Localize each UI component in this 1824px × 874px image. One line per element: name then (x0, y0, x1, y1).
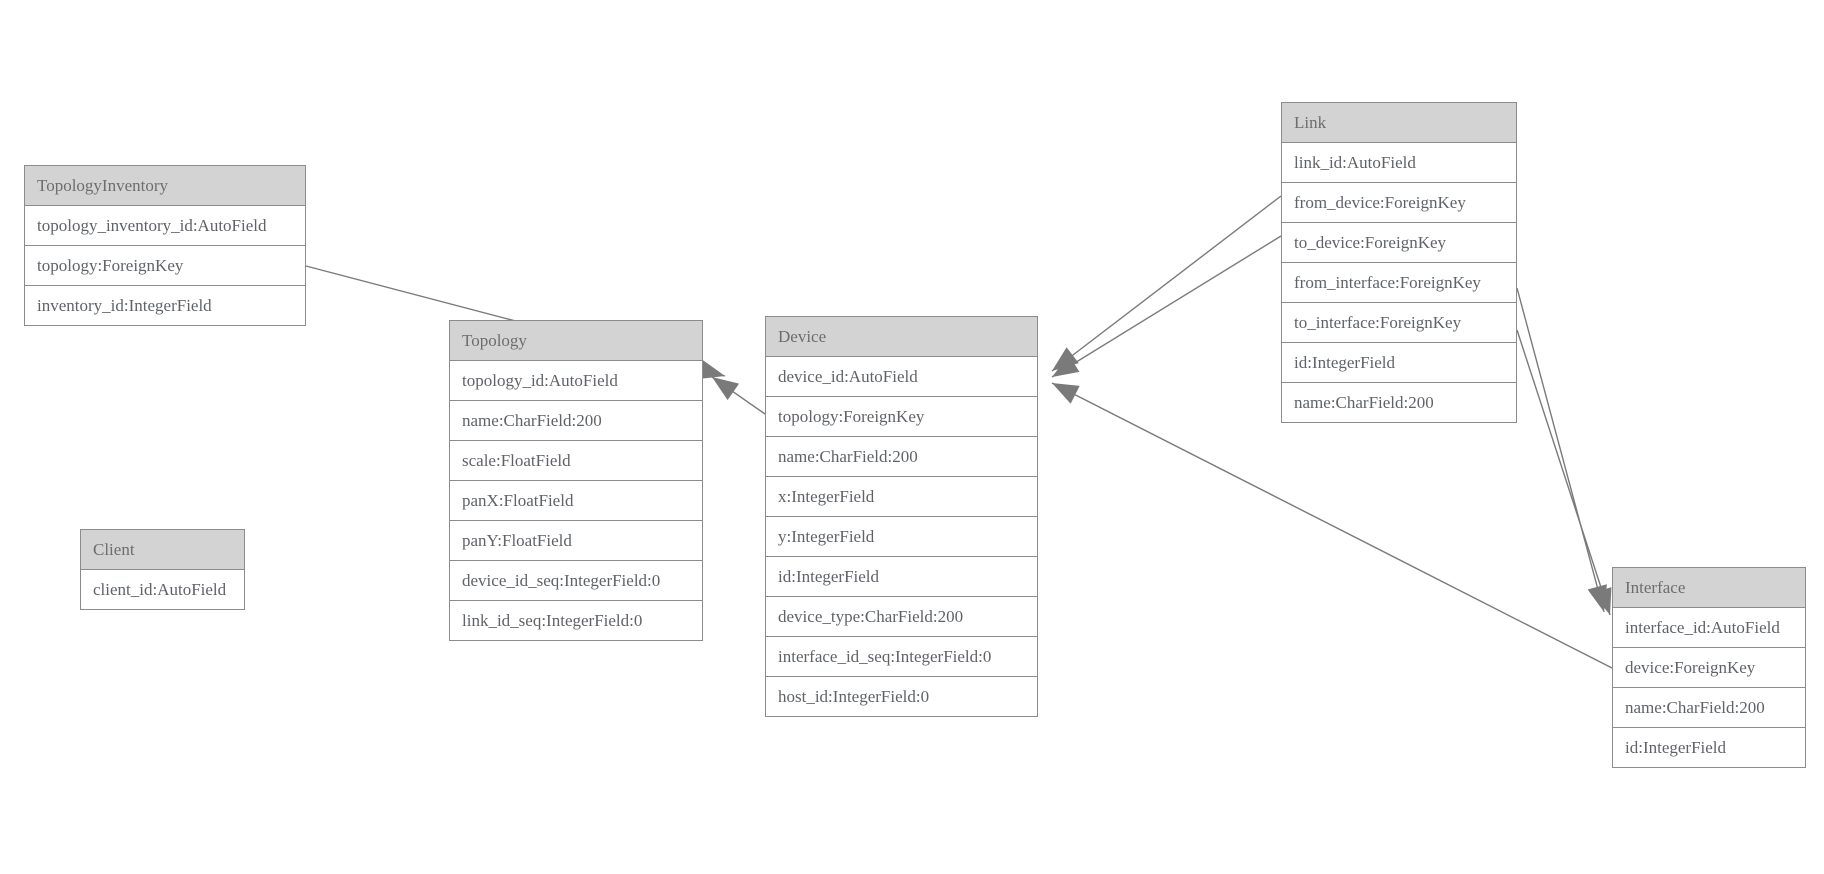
entity-field: id:IntegerField (1282, 343, 1516, 383)
entity-field: name:CharField:200 (450, 401, 702, 441)
entity-title-client: Client (81, 530, 244, 570)
entity-field: interface_id_seq:IntegerField:0 (766, 637, 1037, 677)
relationship-arrowhead (1587, 584, 1607, 612)
entity-field: device:ForeignKey (1613, 648, 1805, 688)
entity-field: name:CharField:200 (1613, 688, 1805, 728)
entity-field: client_id:AutoField (81, 570, 244, 610)
entity-title-topologyinventory: TopologyInventory (25, 166, 305, 206)
relationship-link-to-interface (1516, 329, 1612, 616)
entity-field: x:IntegerField (766, 477, 1037, 517)
relationship-device-topology (711, 376, 766, 415)
relationship-link-to-device (1051, 235, 1282, 378)
entity-field: link_id:AutoField (1282, 143, 1516, 183)
entity-field: id:IntegerField (766, 557, 1037, 597)
entity-field: scale:FloatField (450, 441, 702, 481)
entity-field: from_device:ForeignKey (1282, 183, 1516, 223)
entity-field: y:IntegerField (766, 517, 1037, 557)
entity-field: topology_inventory_id:AutoField (25, 206, 305, 246)
entity-field: to_interface:ForeignKey (1282, 303, 1516, 343)
entity-field: host_id:IntegerField:0 (766, 677, 1037, 717)
entity-field: id:IntegerField (1613, 728, 1805, 768)
relationship-arrowhead (1052, 347, 1079, 371)
entity-field: topology_id:AutoField (450, 361, 702, 401)
relationship-line (1051, 382, 1613, 669)
entity-field: name:CharField:200 (1282, 383, 1516, 423)
entity-title-device: Device (766, 317, 1037, 357)
relationship-line (1516, 329, 1611, 616)
entity-title-topology: Topology (450, 321, 702, 361)
entity-field: from_interface:ForeignKey (1282, 263, 1516, 303)
relationship-line (1051, 195, 1282, 372)
entity-field: link_id_seq:IntegerField:0 (450, 601, 702, 641)
relationship-link-from-interface (1516, 287, 1607, 613)
entity-field: interface_id:AutoField (1613, 608, 1805, 648)
entity-field: device_id_seq:IntegerField:0 (450, 561, 702, 601)
entity-field: panY:FloatField (450, 521, 702, 561)
relationship-link-from-device (1051, 195, 1282, 372)
entity-title-interface: Interface (1613, 568, 1805, 608)
entity-field: panX:FloatField (450, 481, 702, 521)
entity-field: device_type:CharField:200 (766, 597, 1037, 637)
relationship-arrowhead (1052, 354, 1080, 377)
entity-field: name:CharField:200 (766, 437, 1037, 477)
entity-field: topology:ForeignKey (766, 397, 1037, 437)
relationship-arrowhead (1052, 383, 1080, 404)
entity-field: to_device:ForeignKey (1282, 223, 1516, 263)
relationship-line (711, 376, 766, 415)
entity-title-link: Link (1282, 103, 1516, 143)
relationship-arrowhead (712, 377, 740, 401)
entity-field: device_id:AutoField (766, 357, 1037, 397)
entity-field: inventory_id:IntegerField (25, 286, 305, 326)
relationship-line (1051, 235, 1282, 378)
relationship-line (1516, 287, 1605, 613)
entity-field: topology:ForeignKey (25, 246, 305, 286)
